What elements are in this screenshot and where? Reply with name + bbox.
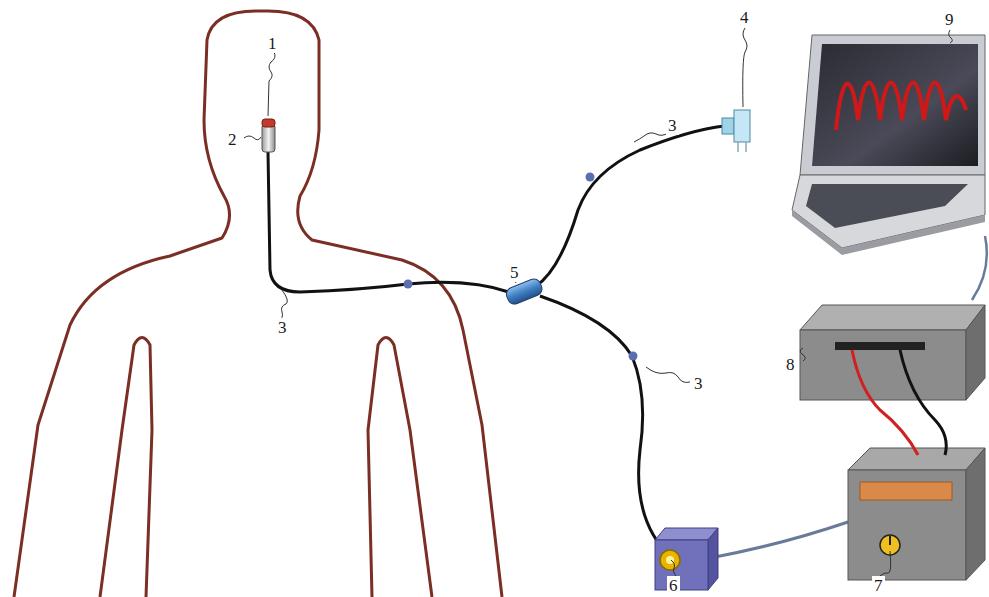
callout-number: 1 xyxy=(266,34,279,53)
callout-number: 3 xyxy=(276,318,289,337)
leader-line xyxy=(244,28,952,576)
callout-number: 5 xyxy=(508,263,521,282)
optical-fiber xyxy=(268,126,987,558)
fiber-connector-dot xyxy=(404,173,638,361)
callout-number: 8 xyxy=(784,355,797,374)
source-driver xyxy=(848,448,985,580)
callout-number: 3 xyxy=(692,374,705,393)
callout-number: 3 xyxy=(666,116,679,135)
callout-number: 2 xyxy=(226,130,239,149)
black-wire xyxy=(900,350,946,455)
data-acquisition-box xyxy=(800,305,985,400)
photodetector xyxy=(722,110,750,152)
callout-number: 7 xyxy=(872,576,885,595)
body-outline xyxy=(14,11,502,597)
fiber-sensor xyxy=(262,119,275,152)
light-source xyxy=(655,528,718,590)
red-wire xyxy=(852,350,918,455)
callout-number: 6 xyxy=(667,576,680,595)
callout-number: 4 xyxy=(738,8,751,27)
callout-number: 9 xyxy=(943,10,956,29)
laptop xyxy=(792,35,985,255)
